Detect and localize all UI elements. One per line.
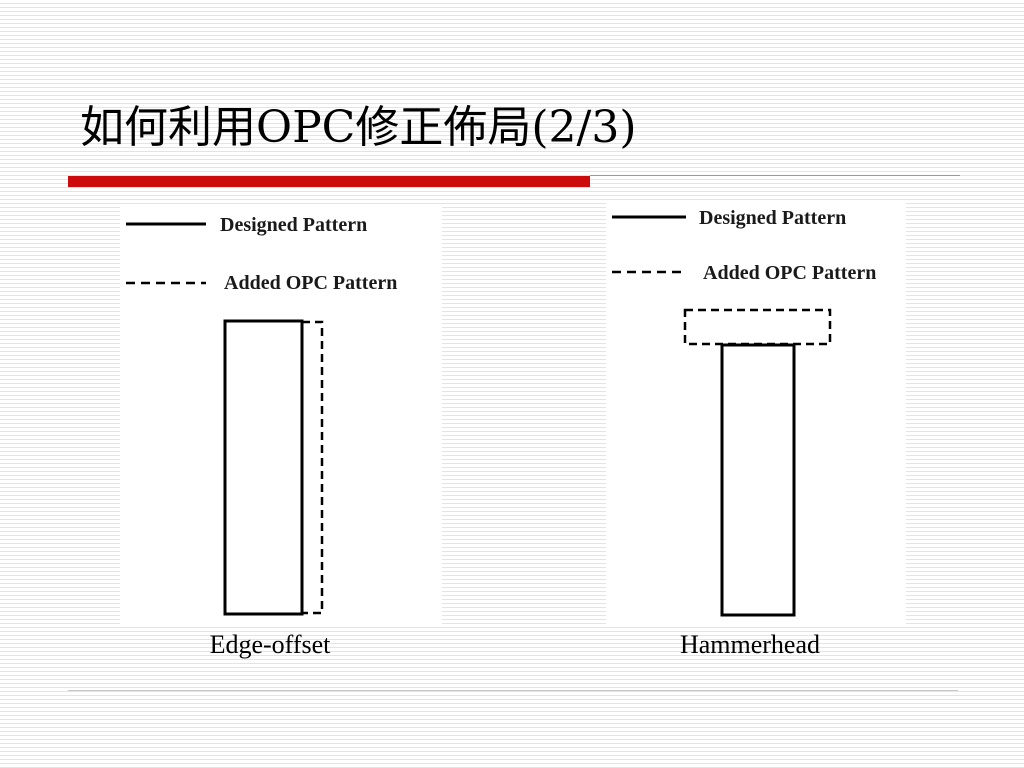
hammerhead-opc-outline [683, 308, 832, 346]
edge-offset-caption: Edge-offset [209, 630, 331, 659]
added-opc-pattern-legend-label: Added OPC Pattern [224, 272, 397, 294]
edge-offset-figure: Designed Pattern Added OPC Pattern [120, 205, 442, 625]
hammerhead-figure: Designed Pattern Added OPC Pattern [606, 200, 906, 625]
designed-pattern-rect [720, 343, 796, 617]
designed-pattern-legend-label: Designed Pattern [699, 207, 846, 229]
edge-offset-opc-outline [302, 320, 324, 615]
edge-offset-diagram: Designed Pattern Added OPC Pattern [126, 214, 397, 616]
title-underline-red [68, 176, 590, 187]
slide-title: 如何利用OPC修正佈局(2/3) [80, 102, 637, 153]
added-opc-pattern-legend-label: Added OPC Pattern [703, 262, 876, 284]
hammerhead-diagram: Designed Pattern Added OPC Pattern [612, 207, 876, 617]
hammerhead-caption: Hammerhead [679, 630, 821, 659]
footer-divider [68, 690, 958, 691]
designed-pattern-rect [223, 319, 304, 616]
designed-pattern-legend-label: Designed Pattern [220, 214, 367, 236]
title-underline-gray [590, 175, 960, 176]
